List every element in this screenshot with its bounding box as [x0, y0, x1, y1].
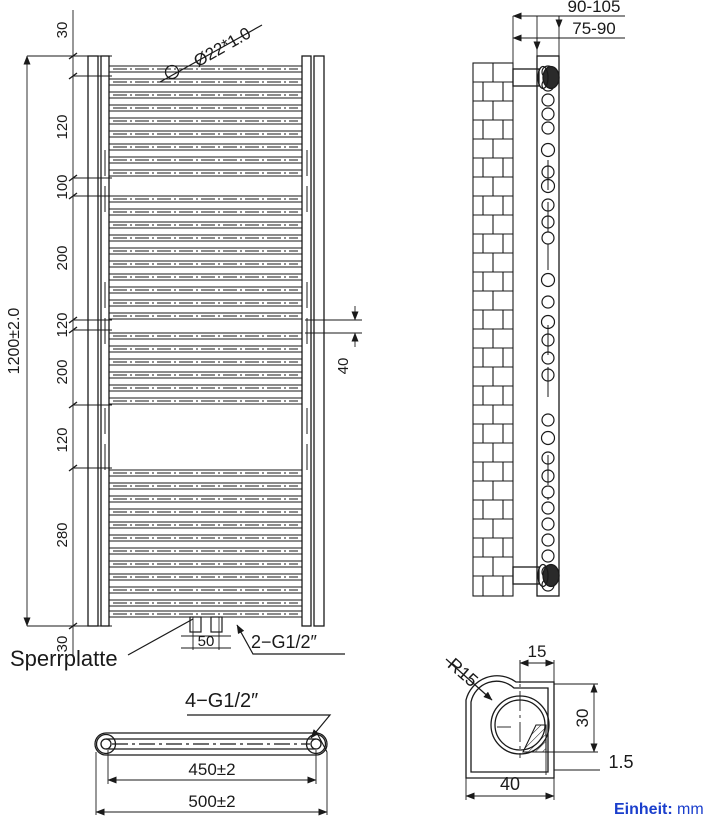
side-radiator-body [536, 55, 560, 597]
svg-text:500±2: 500±2 [188, 792, 235, 811]
plan-bar [94, 732, 328, 756]
dim-depth-outer: 90-105 [568, 0, 621, 16]
tube-diameter-callout: Ø22*1.0 [159, 24, 263, 83]
svg-text:15: 15 [528, 642, 547, 661]
blocking-plate-callout: Sperrplatte [10, 618, 194, 671]
top-wall-bracket [512, 65, 560, 90]
dim-seg-200b: 200 [54, 359, 71, 384]
unit-note: Einheit: mm [614, 801, 704, 818]
connection-callout-2g: 2−G1/2″ [236, 624, 345, 655]
connection-callout-2g-label: 2−G1/2″ [251, 632, 318, 652]
unit-note-label: Einheit: [614, 801, 673, 818]
dim-seg-120a: 120 [54, 114, 71, 139]
front-view-dimensions: 120 100 200 120 200 120 280 30 30 1200±2… [6, 10, 362, 671]
dim-overall-height: 1200±2.0 [6, 308, 23, 375]
bottom-wall-bracket [512, 563, 560, 588]
front-view-group [87, 55, 325, 633]
side-rail-ends [540, 65, 556, 592]
svg-text:40: 40 [500, 774, 520, 794]
top-view-group: 4−G1/2″ 450±2 500±2 [94, 690, 332, 816]
svg-text:450±2: 450±2 [188, 760, 235, 779]
dim-detail-15: 15 [519, 642, 555, 683]
dim-depth-inner: 75-90 [572, 19, 615, 38]
left-vertical-post [87, 55, 110, 627]
dim-seg-120c: 120 [54, 427, 71, 452]
svg-text:50: 50 [198, 633, 215, 650]
dim-seg-100: 100 [54, 174, 71, 199]
svg-text:1.5: 1.5 [608, 752, 633, 772]
tube-diameter-label: Ø22*1.0 [190, 24, 254, 71]
dim-detail-1-5: 1.5 [545, 752, 634, 775]
bottom-connection-stubs [189, 616, 223, 633]
detail-hatch-wedge [522, 724, 547, 753]
side-view-group: 90-105 75-90 [472, 0, 625, 597]
dim-bottom-30: 30 [54, 636, 71, 653]
dim-bracket-spacing-50: 50 [181, 632, 231, 650]
bracket-detail-group: R15 15 30 1.5 40 [444, 642, 634, 800]
dim-detail-30: 30 [546, 683, 598, 753]
dim-inner-width-450: 450±2 [107, 750, 317, 784]
dim-top-30: 30 [54, 22, 71, 39]
dim-outer-width-500: 500±2 [95, 752, 328, 816]
rail-group-top [108, 65, 303, 177]
wall-hatch [472, 62, 514, 597]
unit-note-value: mm [677, 801, 704, 818]
right-vertical-post [301, 55, 325, 627]
dim-seg-120b: 120 [54, 312, 71, 337]
dim-detail-40: 40 [465, 774, 555, 800]
connection-callout-4g-label: 4−G1/2″ [185, 690, 258, 712]
blocking-plate-label: Sperrplatte [10, 646, 118, 671]
rail-group-bottom [108, 469, 303, 618]
svg-text:30: 30 [573, 709, 592, 728]
dim-seg-280: 280 [54, 522, 71, 547]
connection-callout-4g: 4−G1/2″ [185, 690, 332, 739]
dim-seg-200a: 200 [54, 245, 71, 270]
rail-group-upper-middle [108, 195, 303, 320]
side-view-dimensions: 90-105 75-90 [512, 0, 625, 69]
svg-text:40: 40 [335, 358, 352, 375]
rail-group-lower-middle [108, 332, 303, 405]
dim-rail-offset-40: 40 [305, 306, 362, 374]
